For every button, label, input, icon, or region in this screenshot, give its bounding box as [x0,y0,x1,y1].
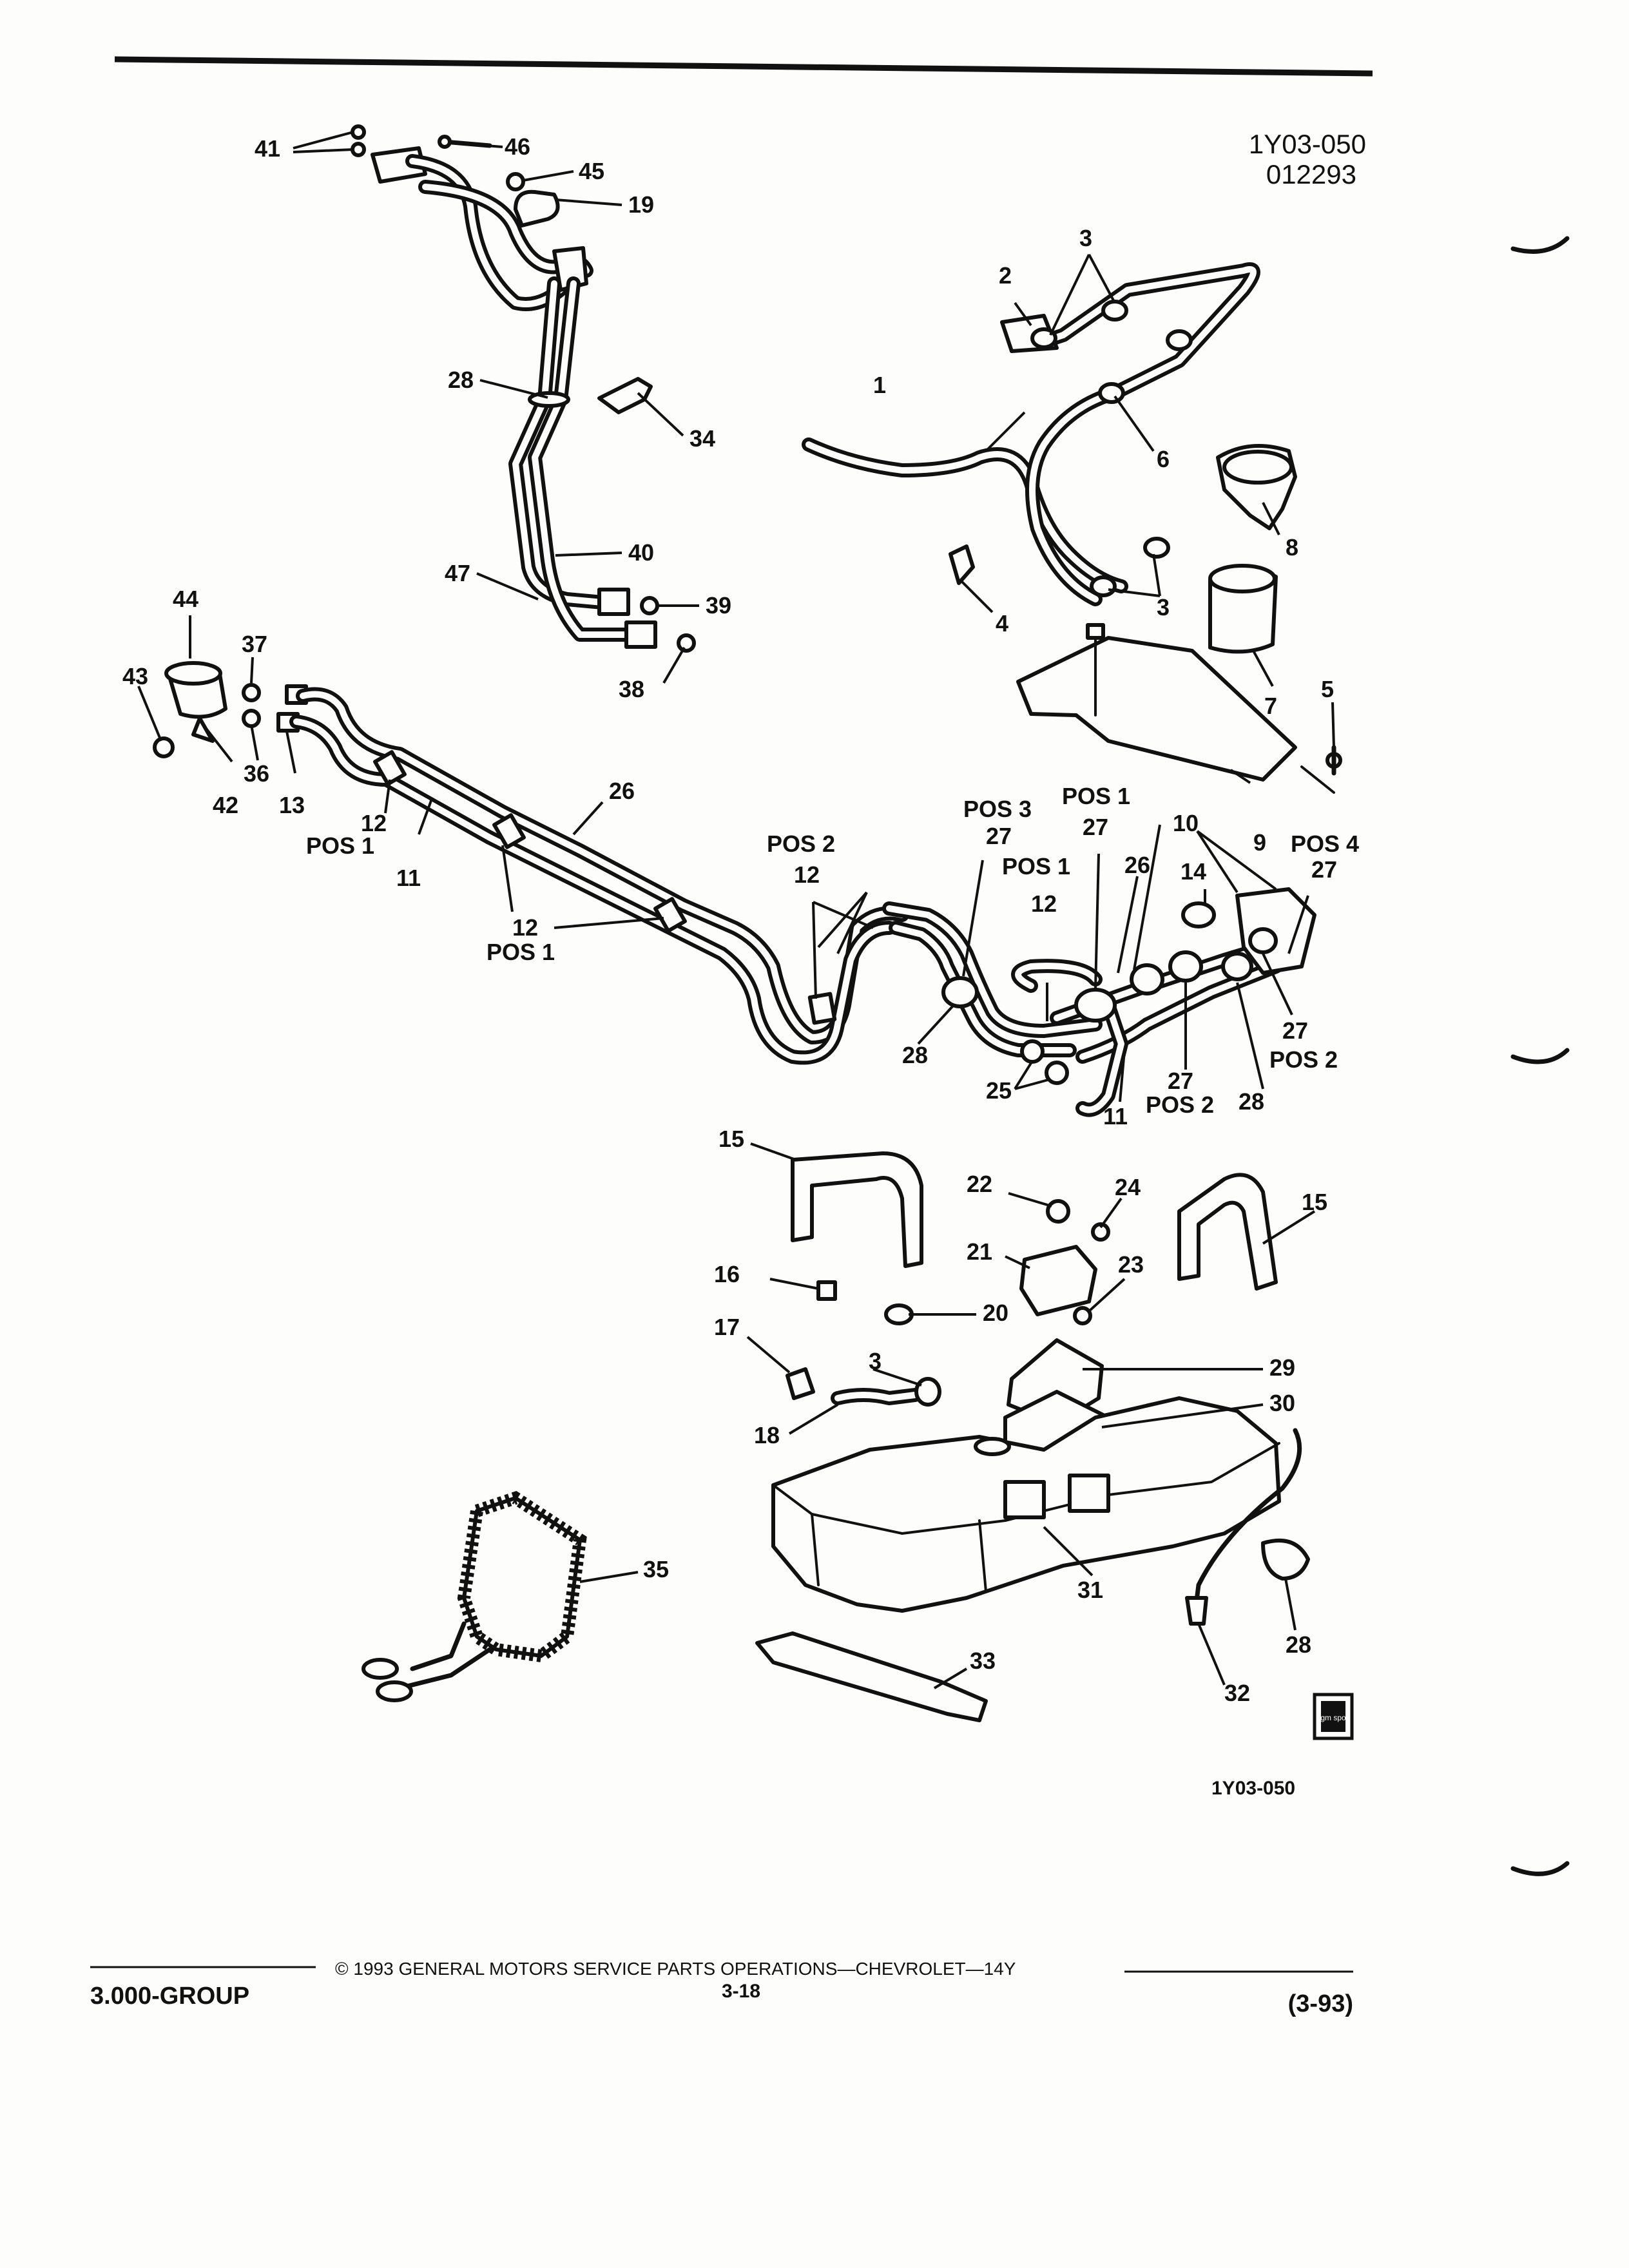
pos-3: POS 3 [963,796,1032,822]
callout-22: 22 [967,1171,992,1197]
pos-2c: POS 2 [1146,1091,1214,1118]
line-manifold-cluster [941,887,1316,1117]
evap-canister-group [1016,444,1342,794]
callout-12c: 12 [794,861,820,888]
callout-44: 44 [173,586,198,612]
fuel-filter-assembly [153,661,308,758]
callout-40: 40 [628,539,654,566]
callout-11b: 11 [1103,1103,1128,1129]
callout-20: 20 [983,1300,1008,1326]
pos-2b: POS 2 [1269,1046,1338,1073]
callout-21: 21 [967,1238,992,1265]
callout-9: 9 [1253,829,1266,856]
footer-page: 3-18 [722,1981,760,2002]
callout-34: 34 [689,425,715,452]
callout-27c: 27 [1311,856,1337,883]
callout-1: 1 [873,372,886,398]
callout-41: 41 [255,135,280,162]
callout-24: 24 [1115,1174,1141,1200]
pos-4: POS 4 [1291,831,1359,857]
callout-28a: 28 [448,367,474,393]
callout-29: 29 [1269,1354,1295,1381]
callout-39: 39 [706,592,731,619]
callout-3b: 3 [1157,594,1170,620]
callout-28b: 28 [902,1042,928,1068]
pos-1c: POS 1 [1002,853,1070,879]
top-rule [114,56,1373,77]
callout-47: 47 [445,560,470,586]
vent-hoses [802,262,1260,606]
pos-1b: POS 1 [487,939,555,965]
callout-12a: 12 [361,810,387,836]
callout-12b: 12 [512,914,538,941]
callout-2: 2 [999,262,1012,289]
footer-revision: (3-93) [1288,1990,1353,2017]
date-code: 012293 [1266,159,1356,189]
callout-37: 37 [242,631,267,657]
callout-28d: 28 [1286,1631,1311,1658]
callout-11a: 11 [396,865,421,891]
callout-42: 42 [213,792,238,818]
pos-1a: POS 1 [306,832,374,859]
footer-copyright: © 1993 GENERAL MOTORS SERVICE PARTS OPER… [335,1959,1016,1979]
callout-27d: 27 [1282,1017,1308,1044]
callout-33: 33 [970,1648,996,1674]
callout-numbers: 41 46 45 19 28 34 40 47 39 38 44 37 43 3… [122,133,1359,1706]
callout-32: 32 [1224,1680,1250,1706]
callout-3a: 3 [1079,225,1092,251]
callout-14: 14 [1181,858,1206,885]
callout-27a: 27 [986,823,1012,849]
callout-23: 23 [1118,1251,1144,1278]
gm-spo-logo: gm spo [1313,1693,1354,1740]
callout-27b: 27 [1083,814,1108,840]
pos-1d: POS 1 [1062,783,1130,809]
callout-5: 5 [1321,676,1334,702]
callout-35: 35 [643,1556,669,1582]
ground-strap [361,1490,587,1702]
callout-26b: 26 [1124,852,1150,878]
callout-12d: 12 [1031,890,1057,917]
footer: 3.000-GROUP © 1993 GENERAL MOTORS SERVIC… [90,1959,1353,2017]
leader-lines [137,131,1335,1689]
callout-15a: 15 [718,1126,744,1152]
callout-15b: 15 [1302,1189,1327,1215]
fuel-tank-assembly [755,1151,1310,1722]
pos-2a: POS 2 [767,831,835,857]
binder-marks [1510,236,1570,1876]
logo-text: gm spo [1320,1713,1346,1722]
front-fuel-lines [351,124,696,653]
callout-46: 46 [505,133,530,160]
callout-7: 7 [1264,693,1277,719]
callout-31: 31 [1077,1577,1103,1603]
callout-38: 38 [619,676,644,702]
callout-6: 6 [1157,446,1170,472]
callout-18: 18 [754,1422,780,1448]
footer-group: 3.000-GROUP [90,1983,249,2010]
figure-code: 1Y03-050 [1249,129,1366,159]
main-fuel-lines [289,687,1103,1065]
callout-28c: 28 [1239,1088,1264,1115]
callout-3c: 3 [869,1348,882,1374]
callout-25: 25 [986,1077,1012,1104]
callout-10: 10 [1173,810,1199,836]
callout-27e: 27 [1168,1068,1193,1094]
figure-code-bottom: 1Y03-050 [1211,1778,1295,1799]
callout-4: 4 [996,610,1008,637]
callout-30: 30 [1269,1390,1295,1416]
callout-43: 43 [122,663,148,689]
callout-26a: 26 [609,778,635,804]
callout-36: 36 [244,760,269,787]
callout-17: 17 [714,1314,740,1340]
callout-13: 13 [279,792,305,818]
callout-16: 16 [714,1261,740,1287]
callout-19: 19 [628,191,654,218]
callout-8: 8 [1286,534,1298,561]
callout-45: 45 [579,158,604,184]
